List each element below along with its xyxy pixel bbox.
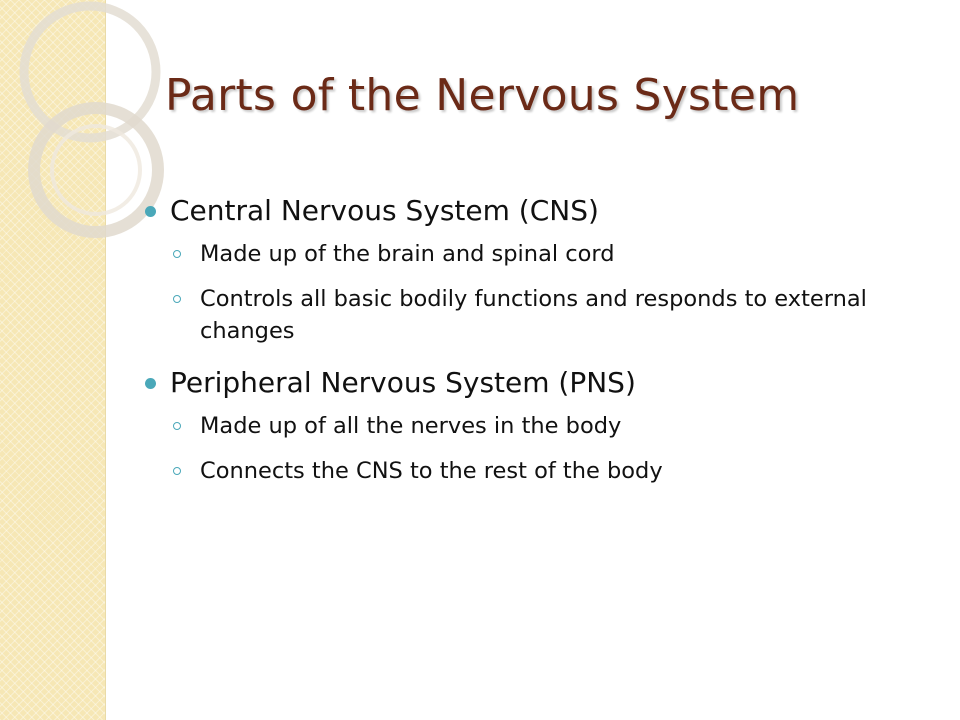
- side-band-edge: [105, 0, 109, 720]
- decorative-rings-icon: [19, 1, 164, 238]
- sub-item-text: Connects the CNS to the rest of the body: [200, 458, 663, 484]
- ring-bullet-icon: [173, 295, 181, 303]
- ring-bullet-icon: [173, 250, 181, 258]
- bullet-cns: Central Nervous System (CNS) Made up of …: [140, 188, 920, 347]
- sub-item: Made up of the brain and spinal cord: [170, 238, 920, 270]
- sub-list-cns: Made up of the brain and spinal cord Con…: [170, 238, 920, 347]
- sub-item: Made up of all the nerves in the body: [170, 410, 920, 442]
- sub-list-pns: Made up of all the nerves in the body Co…: [170, 410, 920, 487]
- slide-title: Parts of the Nervous System: [165, 70, 800, 121]
- bullet-dot-icon: [145, 378, 156, 389]
- sub-item-text: Controls all basic bodily functions and …: [200, 286, 867, 344]
- sub-item: Controls all basic bodily functions and …: [170, 283, 920, 347]
- sub-item-text: Made up of the brain and spinal cord: [200, 241, 615, 267]
- ring-bullet-icon: [173, 467, 181, 475]
- bullet-pns: Peripheral Nervous System (PNS) Made up …: [140, 360, 920, 487]
- slide-content: Central Nervous System (CNS) Made up of …: [140, 188, 920, 500]
- bullet-label-pns: Peripheral Nervous System (PNS): [170, 366, 636, 399]
- sub-item: Connects the CNS to the rest of the body: [170, 455, 920, 487]
- sub-item-text: Made up of all the nerves in the body: [200, 413, 622, 439]
- ring-bullet-icon: [173, 422, 181, 430]
- bullet-dot-icon: [145, 206, 156, 217]
- bullet-label-cns: Central Nervous System (CNS): [170, 194, 599, 227]
